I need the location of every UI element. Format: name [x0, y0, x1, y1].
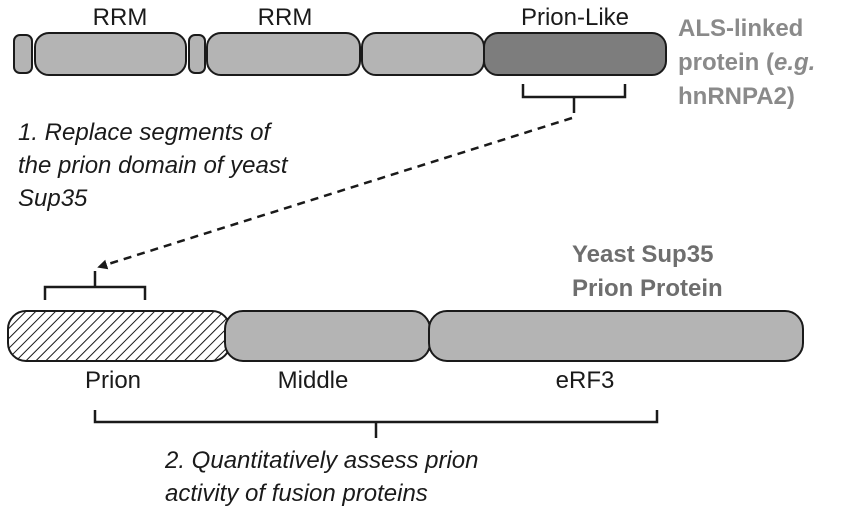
- erf3-label: eRF3: [556, 367, 615, 394]
- prion-like-bracket: [521, 84, 627, 113]
- prion-like-label: Prion-Like: [521, 4, 629, 31]
- middle-domain: [224, 310, 431, 362]
- als-protein-name-line2: protein (e.g.: [678, 49, 815, 76]
- rrm-label-2: RRM: [258, 4, 313, 31]
- rrm-label-1: RRM: [93, 4, 148, 31]
- prion-like-domain: [483, 32, 667, 76]
- als-protein: RRM RRM Prion-Like ALS-linked protein (e…: [13, 4, 815, 110]
- erf3-domain: [428, 310, 804, 362]
- als-protein-name-line3: hnRNPA2): [678, 83, 795, 110]
- step2-text: 2. Quantitatively assess prion activity …: [164, 447, 485, 507]
- rrm-domain-2: [206, 32, 361, 76]
- fusion-bracket: [93, 410, 659, 438]
- prion-domain-bracket: [43, 271, 147, 300]
- sup35-protein: Prion Middle eRF3: [7, 310, 804, 394]
- rrm-domain-1: [34, 32, 187, 76]
- replace-arrow: [97, 116, 573, 270]
- linker-segment: [188, 34, 206, 74]
- spacer-domain: [361, 32, 485, 76]
- sup35-name: Yeast Sup35 Prion Protein: [572, 241, 723, 302]
- als-protein-name: ALS-linked: [678, 15, 803, 42]
- middle-label: Middle: [278, 367, 349, 394]
- n-terminal-segment: [13, 34, 33, 74]
- step1-text: 1. Replace segments of the prion domain …: [18, 119, 294, 212]
- prion-domain: [7, 310, 231, 362]
- prion-label: Prion: [85, 367, 141, 394]
